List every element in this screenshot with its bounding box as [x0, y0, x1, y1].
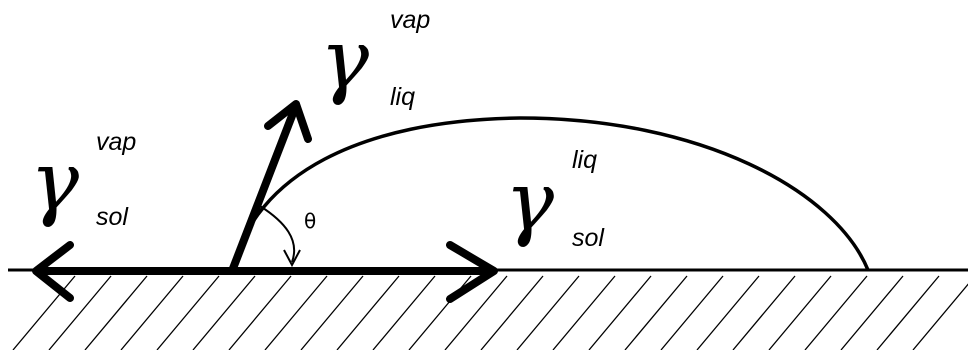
hatch-line: [480, 275, 544, 350]
hatch-line: [552, 275, 616, 350]
hatch-line: [156, 275, 220, 350]
contact-angle-arc-arrowhead: [283, 249, 301, 268]
hatch-line: [120, 275, 184, 350]
contact-angle-arc: [259, 205, 296, 263]
substrate-hatching: [12, 275, 968, 350]
hatch-line: [84, 275, 148, 350]
hatch-line: [912, 283, 968, 350]
hatch-line: [336, 275, 400, 350]
gamma-solid-liquid-superscript: liq: [572, 146, 597, 174]
gamma-liquid-vapor-symbol: γ: [320, 13, 370, 108]
hatch-line: [804, 275, 868, 350]
hatch-line: [12, 275, 76, 350]
droplet-profile: [230, 116, 870, 271]
hatch-line: [300, 275, 364, 350]
solid-vapor-arrowhead: [32, 241, 74, 302]
gamma-liquid-vapor-superscript: vap: [390, 6, 430, 34]
gamma-liquid-vapor-subscript: liq: [390, 83, 415, 111]
gamma-solid-vapor-superscript: vap: [96, 128, 136, 156]
solid-liquid-arrowhead: [446, 241, 498, 303]
gamma-solid-vapor-symbol: γ: [30, 135, 80, 230]
hatch-line: [732, 275, 796, 350]
gamma-solid-vapor-subscript: sol: [96, 203, 129, 231]
hatch-line: [516, 275, 580, 350]
hatch-line: [876, 275, 940, 350]
hatch-line: [264, 275, 328, 350]
hatch-line: [768, 275, 832, 350]
gamma-solid-liquid-symbol: γ: [505, 155, 555, 250]
hatch-line: [372, 275, 436, 350]
theta-symbol: θ: [304, 209, 316, 233]
hatch-line: [192, 275, 256, 350]
hatch-line: [588, 275, 652, 350]
hatch-line: [840, 275, 904, 350]
hatch-line: [444, 275, 508, 350]
gamma-solid-liquid-subscript: sol: [572, 224, 605, 252]
hatch-line: [48, 275, 112, 350]
hatch-line: [660, 275, 724, 350]
hatch-line: [696, 275, 760, 350]
liquid-vapor-tension-arrow: [228, 106, 299, 273]
hatch-line: [624, 275, 688, 350]
liquid-vapor-arrowhead: [264, 100, 312, 143]
hatch-line: [228, 275, 292, 350]
